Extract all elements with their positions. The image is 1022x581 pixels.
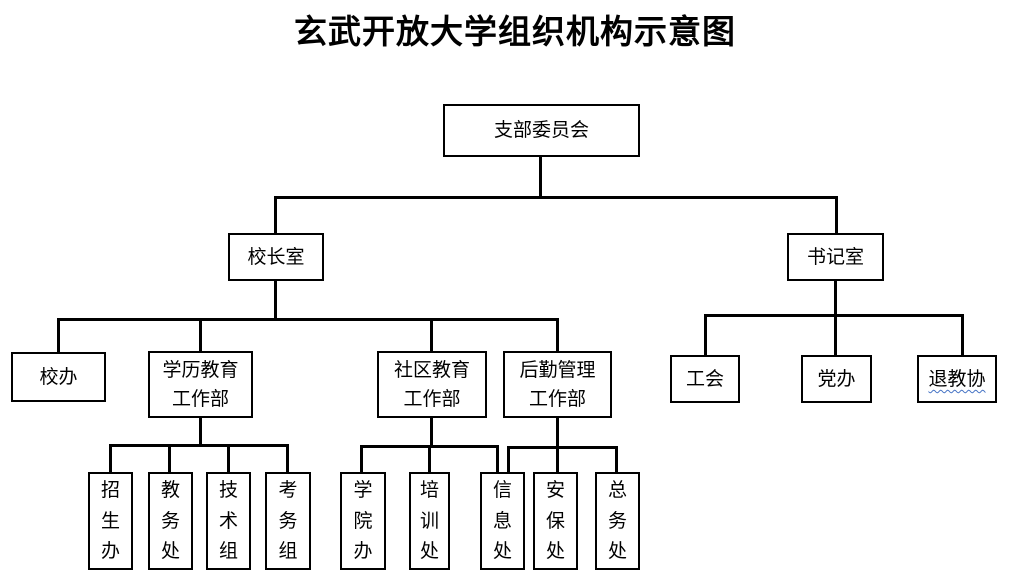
connector-line: [961, 314, 964, 355]
connector-line: [834, 281, 837, 355]
connector-line: [274, 281, 277, 318]
connector-line: [430, 318, 433, 352]
org-box-party-office: 党办: [801, 355, 872, 403]
org-box-general-affairs-office: 总务处: [595, 472, 640, 570]
org-box-branch-committee: 支部委员会: [443, 104, 640, 157]
org-box-information-office: 信息处: [480, 472, 525, 570]
org-box-label: 招生办: [100, 479, 120, 563]
connector-line: [507, 446, 510, 472]
org-box-label: 退教协: [928, 367, 986, 390]
connector-line: [704, 314, 964, 317]
connector-line: [199, 318, 202, 352]
org-box-school-office: 校办: [11, 352, 106, 402]
connector-line: [556, 418, 559, 472]
connector-line: [168, 444, 171, 472]
connector-line: [539, 157, 542, 197]
org-box-label: 校长室: [247, 245, 305, 268]
connector-line: [360, 445, 363, 472]
org-box-secretary-office: 书记室: [787, 233, 884, 281]
connector-line: [286, 444, 289, 472]
connector-line: [428, 445, 431, 472]
connector-line: [507, 446, 618, 449]
connector-line: [556, 318, 559, 352]
connector-line: [430, 418, 433, 447]
connector-line: [227, 444, 230, 472]
connector-line: [199, 418, 202, 446]
org-box-label: 培训处: [419, 479, 439, 563]
org-box-admissions-office: 招生办: [88, 472, 133, 570]
org-box-label: 书记室: [806, 245, 864, 268]
connector-line: [274, 196, 277, 233]
org-box-exam-affairs-group: 考务组: [265, 472, 311, 570]
org-box-label: 校办: [39, 365, 78, 388]
org-box-principal-office: 校长室: [228, 233, 324, 281]
connector-line: [57, 318, 60, 352]
connector-line: [274, 196, 838, 199]
org-box-logistics-dept: 后勤管理 工作部: [503, 351, 612, 418]
org-box-security-office: 安保处: [533, 472, 578, 570]
org-box-label: 学历教育 工作部: [162, 359, 239, 410]
org-box-college-office: 学院办: [340, 472, 386, 570]
org-box-label: 信息处: [492, 479, 512, 563]
org-box-retired-teachers-assoc: 退教协: [917, 355, 997, 403]
org-box-label: 工会: [685, 367, 724, 390]
org-box-label: 党办: [817, 367, 856, 390]
connector-line: [704, 314, 707, 355]
org-box-label: 支部委员会: [493, 119, 589, 142]
org-box-academic-affairs: 教务处: [148, 472, 193, 570]
org-box-academic-education-dept: 学历教育 工作部: [148, 351, 253, 418]
org-box-label: 学院办: [353, 479, 373, 563]
connector-line: [109, 444, 289, 447]
org-box-label: 技术组: [218, 479, 238, 563]
connector-line: [57, 318, 559, 321]
connector-line: [496, 445, 499, 472]
org-box-label: 总务处: [607, 479, 627, 563]
org-box-training-office: 培训处: [409, 472, 450, 570]
connector-line: [109, 444, 112, 472]
connector-line: [615, 446, 618, 472]
org-box-community-education-dept: 社区教育 工作部: [377, 351, 487, 418]
org-box-label: 安保处: [545, 479, 565, 563]
connector-line: [835, 196, 838, 233]
org-box-technical-group: 技术组: [206, 472, 251, 570]
org-box-label: 考务组: [278, 479, 298, 563]
org-box-label: 教务处: [160, 479, 180, 563]
org-box-label: 后勤管理 工作部: [519, 359, 596, 410]
page-title: 玄武开放大学组织机构示意图: [294, 12, 736, 51]
org-box-label: 社区教育 工作部: [393, 359, 470, 410]
org-box-labor-union: 工会: [670, 355, 740, 403]
